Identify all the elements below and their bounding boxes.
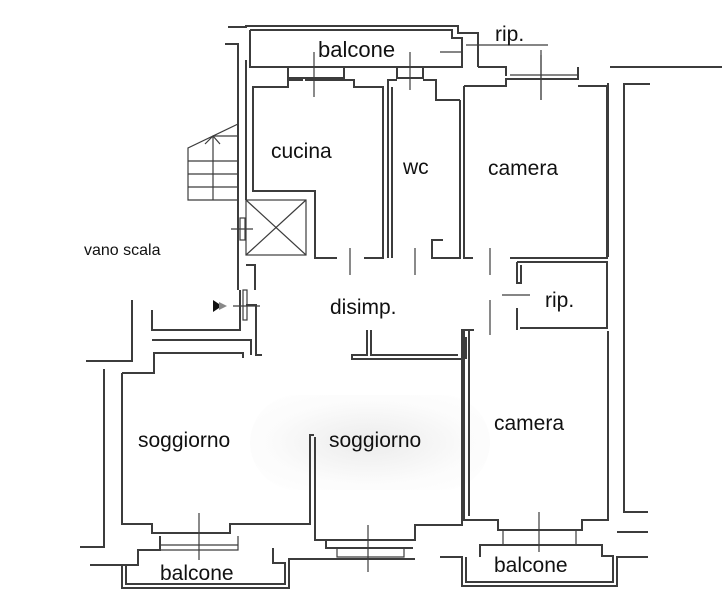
soggiorno-right-walls	[314, 359, 463, 572]
disimp-walls	[351, 329, 474, 360]
right-outer-walls	[607, 83, 650, 533]
room-label-vano-scala: vano scala	[84, 242, 161, 259]
room-label-camera-top: camera	[488, 157, 558, 180]
top-balcony-walls	[228, 25, 548, 100]
room-label-camera-bottom: camera	[494, 412, 564, 435]
rip-closet-walls	[489, 261, 608, 335]
cucina-walls	[252, 52, 384, 259]
room-label-disimp: disimp.	[330, 296, 397, 319]
room-label-soggiorno-right: soggiorno	[329, 429, 421, 452]
room-label-cucina: cucina	[271, 140, 332, 163]
room-label-wc: wc	[402, 156, 429, 179]
room-label-balcone-bottom-left: balcone	[160, 562, 234, 585]
wc-walls	[349, 52, 461, 275]
room-label-rip-mid: rip.	[545, 289, 574, 312]
room-label-balcone-top: balcone	[318, 37, 395, 62]
left-corridor-walls	[86, 264, 262, 362]
watermark-logo	[250, 395, 490, 490]
bottom-left-balcony-walls	[90, 513, 415, 589]
stairs-icon	[187, 123, 239, 201]
room-label-soggiorno-left: soggiorno	[138, 429, 230, 452]
soggiorno-left-walls	[80, 339, 314, 548]
elevator-icon	[231, 199, 307, 256]
room-label-balcone-bottom-right: balcone	[494, 554, 568, 577]
camera-bottom-walls	[440, 330, 648, 587]
room-label-rip-top: rip.	[495, 23, 524, 46]
